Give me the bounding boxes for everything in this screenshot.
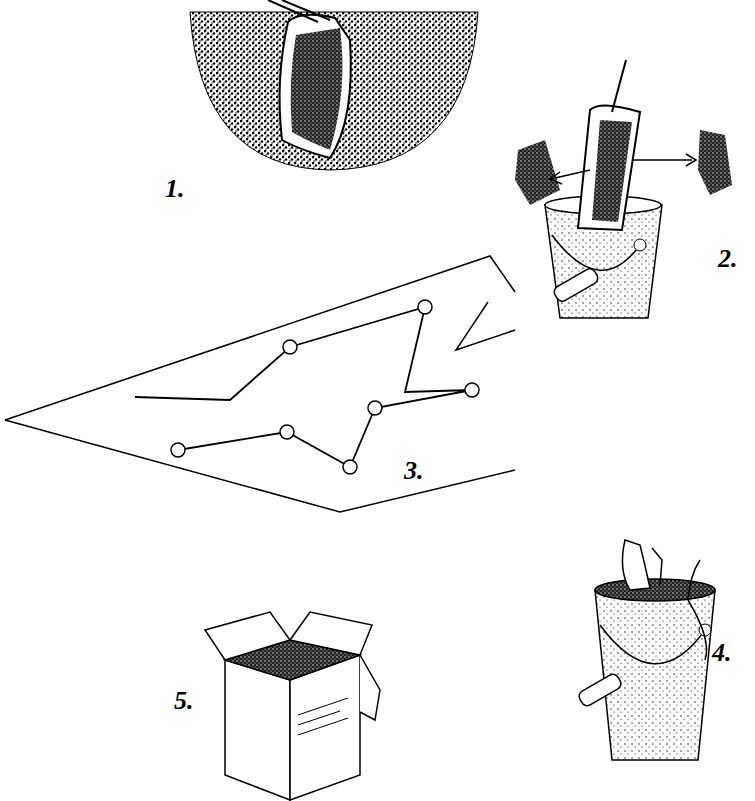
bucket-trimming [515, 60, 732, 318]
soil-pit [190, 0, 478, 170]
field-sampling-path [5, 256, 515, 512]
callout-number: 2. [718, 246, 738, 272]
sample-box [205, 612, 380, 800]
callout-number: 1. [165, 176, 185, 202]
bucket-mixing [577, 540, 715, 760]
callout-number: 3. [404, 458, 424, 484]
callout-number: 5. [174, 688, 194, 714]
callout-number: 4. [712, 640, 732, 666]
